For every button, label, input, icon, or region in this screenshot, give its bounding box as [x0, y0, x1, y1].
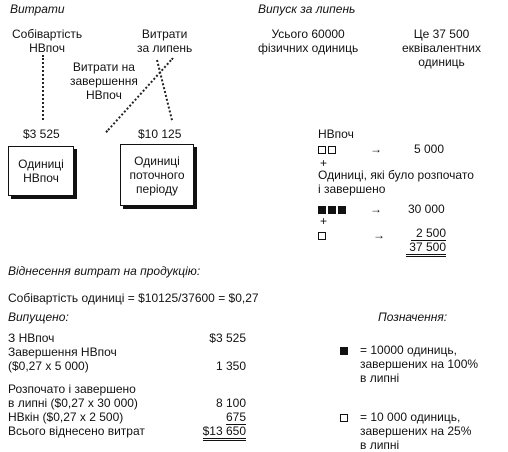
unit-cost-formula: Собівартість одиниці = $10125/37600 = $0…: [8, 291, 259, 305]
alloc-row-value: 1 350: [215, 359, 246, 373]
alloc-row-label: З НВпоч: [8, 331, 55, 345]
alloc-row-value: 675: [174, 410, 246, 425]
dotted-line-opening: [42, 55, 44, 120]
legend-hollow: [340, 410, 356, 424]
alloc-total-value: $13 650: [202, 424, 246, 441]
alloc-row-label: Завершення НВпоч ($0,27 х 5 000): [8, 345, 117, 373]
opening-cost-label: Собівартість НВпоч: [12, 27, 83, 55]
solid-square-icon: [340, 346, 348, 355]
opening-amount: $3 525: [23, 127, 60, 141]
started-label: Одиниці, які було розпочато і завершено: [318, 168, 474, 196]
box-current-label: Одиниці поточного періоду: [129, 154, 185, 196]
physical-units-text: Усього 60000 фізичних одиниць: [258, 27, 359, 55]
legend-title: Позначення:: [378, 310, 448, 324]
july-costs-label: Витрати за липень: [137, 27, 193, 55]
box-opening-units: Одиниці НВпоч: [8, 146, 74, 196]
alloc-row-value: $3 525: [209, 331, 246, 345]
alloc-row-label: Розпочато і завершено в липні ($0,27 х 3…: [8, 382, 138, 410]
hollow-square-icon: [318, 145, 326, 154]
ending-arrow: →: [373, 228, 385, 242]
output-title: Випуск за липень: [258, 2, 356, 16]
solid-square-icon: [328, 205, 336, 214]
box-opening-label: Одиниці НВпоч: [18, 157, 64, 185]
equivalent-units-text: Це 37 500 еквівалентних одиниць: [402, 27, 482, 69]
wip-arrow: →: [370, 142, 382, 156]
started-value: 30 000: [408, 202, 445, 216]
current-amount: $10 125: [138, 127, 182, 141]
legend-hollow-text: = 10 000 одиниць, завершених на 25% в ли…: [360, 410, 472, 452]
plus-sign-1: +: [320, 156, 328, 170]
plus-sign-2: +: [320, 214, 328, 228]
box-current-units: Одиниці поточного періоду: [120, 144, 194, 206]
alloc-value-underlined: 675: [225, 410, 246, 425]
alloc-row-value: 8 100: [215, 396, 246, 410]
allocation-title: Віднесення витрат на продукцію:: [8, 264, 201, 278]
wip-squares: [318, 142, 338, 156]
wip-value: 5 000: [414, 142, 445, 156]
costs-title: Витрати: [10, 2, 65, 16]
legend-solid: [340, 343, 356, 357]
hollow-square-icon: [318, 231, 326, 240]
wip-label: НВпоч: [318, 127, 354, 141]
alloc-total-value-wrap: $13 650: [174, 424, 246, 441]
released-title: Випущено:: [8, 310, 69, 324]
alloc-total-label: Всього віднесено витрат: [8, 424, 145, 438]
hollow-square-icon: [340, 413, 348, 422]
started-squares: [318, 202, 348, 216]
completion-costs-label: Витрати на завершення НВпоч: [70, 60, 138, 102]
solid-square-icon: [318, 205, 326, 214]
ending-value: 2 500: [411, 226, 446, 241]
total-value: 37 500: [406, 240, 446, 257]
alloc-row-label: НВкін ($0,27 х 2 500): [8, 410, 124, 424]
legend-solid-text: = 10000 одиниць, завершених на 100% в ли…: [360, 343, 479, 385]
solid-square-icon: [338, 205, 346, 214]
ending-squares: [318, 228, 328, 242]
started-arrow: →: [370, 202, 382, 216]
hollow-square-icon: [328, 145, 336, 154]
